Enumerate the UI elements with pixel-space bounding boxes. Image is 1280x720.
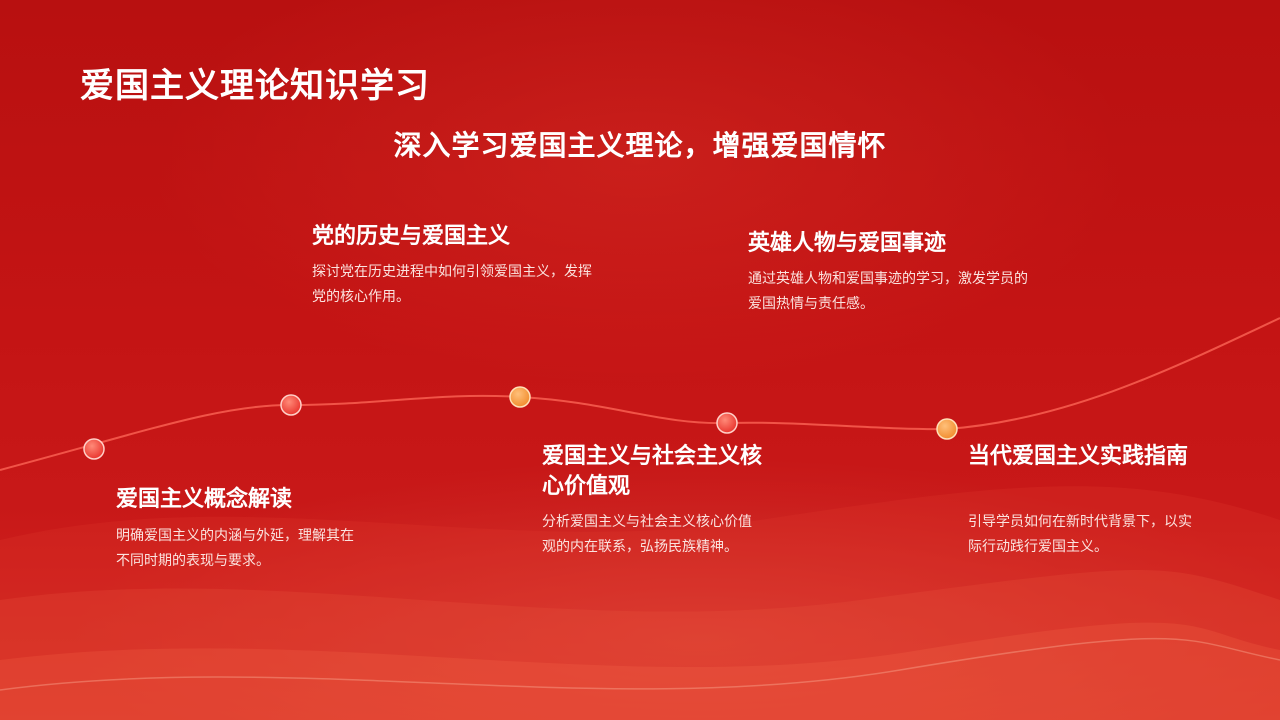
item-desc-core-values: 分析爱国主义与社会主义核心价值观的内在联系，弘扬民族精神。	[542, 514, 752, 555]
wave-decoration	[0, 570, 1280, 720]
item-title-heroes: 英雄人物与爱国事迹	[748, 231, 947, 256]
timeline-dot	[280, 394, 302, 416]
item-desc-heroes: 通过英雄人物和爱国事迹的学习，激发学员的爱国热情与责任感。	[748, 271, 1028, 312]
timeline-dot	[509, 386, 531, 408]
item-title-party-history: 党的历史与爱国主义	[312, 224, 511, 249]
item-desc-practice-guide: 引导学员如何在新时代背景下，以实际行动践行爱国主义。	[968, 514, 1192, 555]
item-desc-concept: 明确爱国主义的内涵与外延，理解其在不同时期的表现与要求。	[116, 528, 354, 569]
timeline-dot	[716, 412, 738, 434]
wave-decoration	[0, 486, 1280, 720]
timeline-dot	[936, 418, 958, 440]
item-title-concept: 爱国主义概念解读	[116, 487, 293, 512]
wave-decoration	[0, 622, 1280, 720]
timeline-dot	[83, 438, 105, 460]
slide-title: 爱国主义理论知识学习	[80, 66, 430, 106]
item-title-core-values: 爱国主义与社会主义核心价值观	[542, 444, 763, 499]
item-title-practice-guide: 当代爱国主义实践指南	[968, 444, 1189, 469]
timeline-curve	[0, 317, 1280, 471]
wave-line	[0, 637, 1280, 691]
slide-subtitle: 深入学习爱国主义理论，增强爱国情怀	[393, 129, 887, 162]
item-desc-party-history: 探讨党在历史进程中如何引领爱国主义，发挥党的核心作用。	[312, 264, 592, 305]
